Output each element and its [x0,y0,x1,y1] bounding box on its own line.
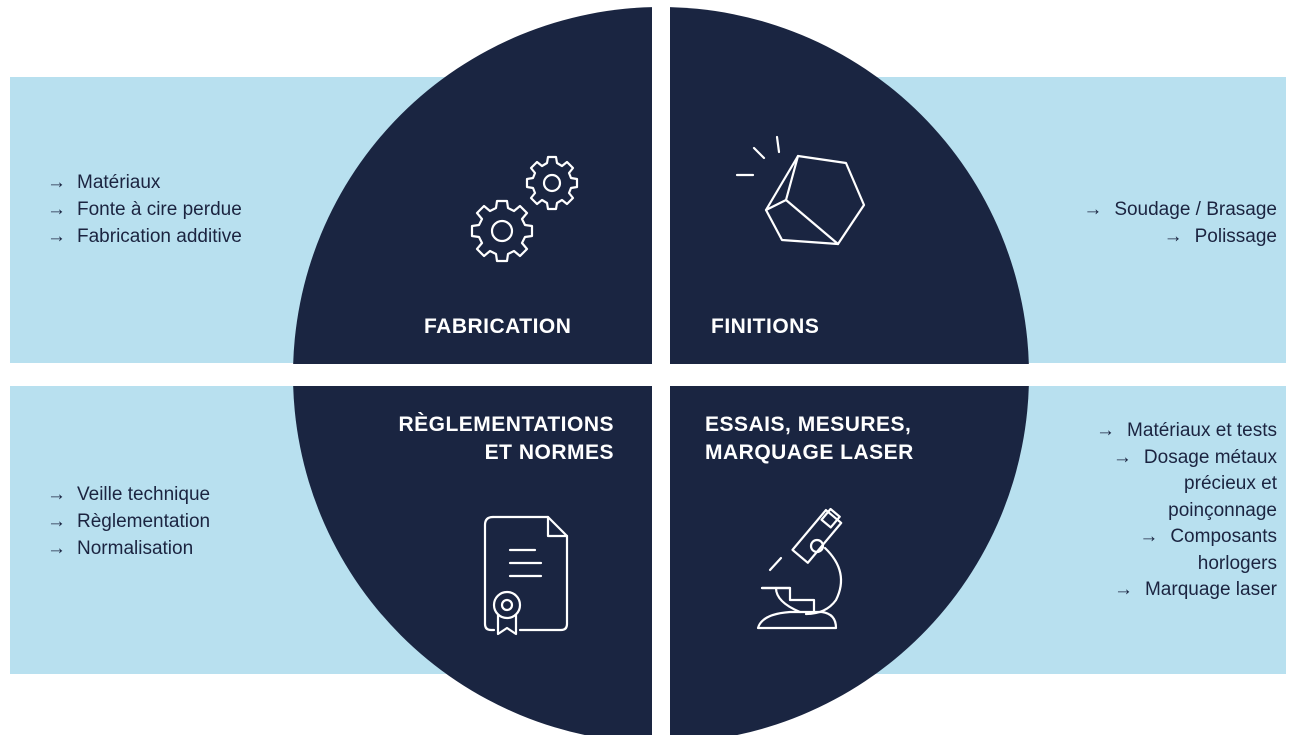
arrow-icon: → [1163,226,1183,247]
arrow-icon: → [47,226,66,247]
list-item: →Fabrication additive [47,223,242,250]
arrow-icon: → [1139,526,1159,547]
arrow-icon: → [47,199,66,220]
quadrant-title-essais: ESSAIS, MESURES, MARQUAGE LASER [705,413,914,464]
list-item: →Veille technique [47,481,210,508]
arrow-icon: → [47,538,66,559]
arrow-icon: → [47,172,66,193]
arrow-icon: → [1083,199,1103,220]
arrow-icon: → [1096,420,1116,441]
list-item: →Soudage / Brasage [1083,196,1277,223]
essais-list: →Matériaux et tests →Dosage métaux préci… [1096,418,1277,604]
certificate-document-icon [483,515,569,636]
quadrant-fabrication [293,7,652,364]
list-item: →Composants horlogers [1139,526,1277,574]
arrow-icon: → [1113,579,1133,600]
finitions-list: →Soudage / Brasage →Polissage [1083,196,1277,250]
arrow-icon: → [47,484,66,505]
quadrant-essais [670,386,1029,735]
reglementations-list: →Veille technique →Règlementation →Norma… [47,481,210,562]
list-item: →Fonte à cire perdue [47,196,242,223]
quadrant-title-finitions: FINITIONS [711,315,820,338]
arrow-icon: → [1112,446,1132,468]
list-item: →Marquage laser [1096,577,1277,604]
list-item: →Matériaux [47,169,242,196]
quadrant-title-reglementations: RÈGLEMENTATIONS ET NORMES [398,413,614,464]
list-item: →Dosage métaux précieux et poinçonnage [1112,446,1277,521]
list-item: →Règlementation [47,508,210,535]
quadrant-title-fabrication: FABRICATION [424,315,572,338]
arrow-icon: → [47,511,66,532]
list-item: →Normalisation [47,535,210,562]
quadrant-finitions [670,7,1029,364]
microscope-icon [756,507,843,630]
gears-icon [470,155,579,263]
list-item: →Matériaux et tests [1096,418,1277,445]
quadrant-reglementations [293,386,652,735]
list-item: →Polissage [1083,223,1277,250]
polished-gem-icon [735,135,866,246]
fabrication-list: →Matériaux →Fonte à cire perdue →Fabrica… [47,169,242,250]
